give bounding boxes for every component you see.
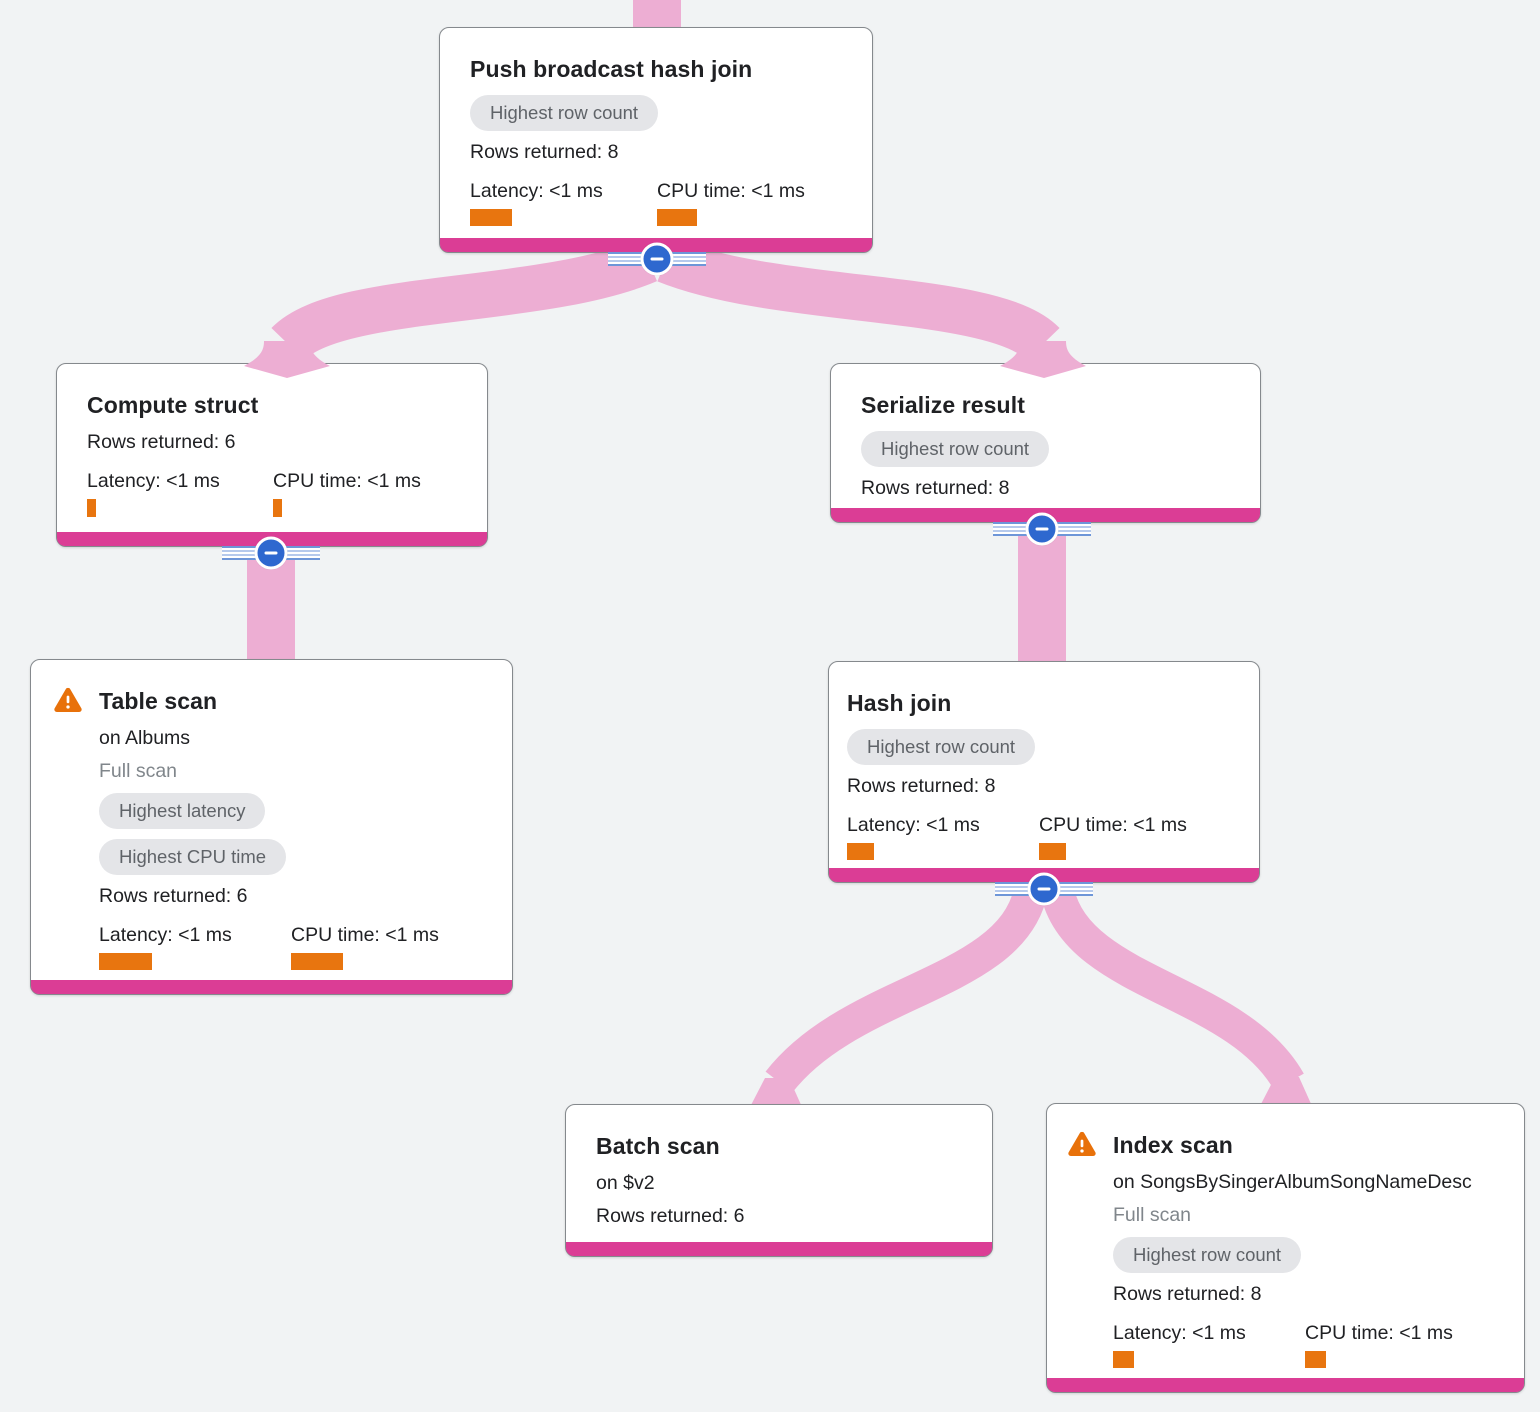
latency-label: Latency: <1 ms xyxy=(87,470,220,492)
latency-label: Latency: <1 ms xyxy=(99,924,232,946)
node-title: Index scan xyxy=(1113,1132,1233,1158)
edge-hashjoin-to-batchscan-end xyxy=(750,1078,802,1107)
cpu-time-bar xyxy=(273,499,282,517)
node-accent-bar xyxy=(566,1242,992,1256)
badge-highest-row-count: Highest row count xyxy=(1113,1237,1302,1273)
node-title: Compute struct xyxy=(87,392,259,418)
edge-root-to-compute xyxy=(271,238,657,362)
rows-returned: Rows returned: 6 xyxy=(87,431,236,453)
latency-bar xyxy=(847,843,874,860)
rows-returned: Rows returned: 8 xyxy=(1113,1283,1262,1305)
scan-type: Full scan xyxy=(99,760,178,782)
cpu-time-label: CPU time: <1 ms xyxy=(1305,1322,1453,1344)
node-batch-scan[interactable]: Batch scan on $v2 Rows returned: 6 xyxy=(565,1104,993,1257)
collapse-button-hash-join[interactable] xyxy=(995,872,1093,906)
cpu-time-label: CPU time: <1 ms xyxy=(291,924,439,946)
cpu-time-bar xyxy=(291,953,343,970)
node-subtitle: on $v2 xyxy=(596,1172,655,1194)
edge-hashjoin-to-indexscan xyxy=(1040,885,1304,1091)
latency-bar xyxy=(87,499,96,517)
cpu-time-bar xyxy=(1305,1351,1326,1368)
node-compute-struct[interactable]: Compute struct Rows returned: 6 Latency:… xyxy=(56,363,488,547)
node-accent-bar xyxy=(1047,1378,1524,1392)
badge-highest-row-count: Highest row count xyxy=(470,95,659,131)
node-subtitle: on Albums xyxy=(99,727,191,749)
latency-label: Latency: <1 ms xyxy=(847,814,980,836)
scan-type: Full scan xyxy=(1113,1204,1192,1226)
node-title: Hash join xyxy=(847,690,952,716)
latency-bar xyxy=(1113,1351,1134,1368)
rows-returned: Rows returned: 8 xyxy=(861,477,1010,499)
rows-returned: Rows returned: 6 xyxy=(99,885,248,907)
cpu-time-label: CPU time: <1 ms xyxy=(1039,814,1187,836)
cpu-time-label: CPU time: <1 ms xyxy=(273,470,421,492)
cpu-time-label: CPU time: <1 ms xyxy=(657,180,805,202)
collapse-button-serialize-result[interactable] xyxy=(993,512,1091,546)
node-title: Push broadcast hash join xyxy=(470,56,753,82)
node-title: Batch scan xyxy=(596,1133,720,1159)
collapse-minus-icon xyxy=(1025,512,1059,546)
node-title: Serialize result xyxy=(861,392,1025,418)
node-table-scan[interactable]: Table scan on Albums Full scan Highest l… xyxy=(30,659,513,995)
cpu-time-bar xyxy=(1039,843,1066,860)
rows-returned: Rows returned: 8 xyxy=(470,141,619,163)
rows-returned: Rows returned: 8 xyxy=(847,775,996,797)
latency-bar xyxy=(470,209,512,226)
node-serialize-result[interactable]: Serialize result Highest row count Rows … xyxy=(830,363,1261,523)
latency-label: Latency: <1 ms xyxy=(470,180,603,202)
badge-highest-latency: Highest latency xyxy=(99,793,266,829)
warning-icon xyxy=(1068,1131,1096,1157)
rows-returned: Rows returned: 6 xyxy=(596,1205,745,1227)
edge-hashjoin-to-batchscan xyxy=(765,885,1048,1093)
badge-highest-row-count: Highest row count xyxy=(861,431,1050,467)
collapse-button-push-broadcast-hash-join[interactable] xyxy=(608,242,706,276)
collapse-minus-icon xyxy=(640,242,674,276)
edge-root-to-serialize xyxy=(657,238,1060,362)
latency-bar xyxy=(99,953,152,970)
badge-highest-cpu-time: Highest CPU time xyxy=(99,839,287,875)
latency-label: Latency: <1 ms xyxy=(1113,1322,1246,1344)
node-hash-join[interactable]: Hash join Highest row count Rows returne… xyxy=(828,661,1260,883)
node-title: Table scan xyxy=(99,688,218,714)
node-subtitle: on SongsBySingerAlbumSongNameDesc xyxy=(1113,1171,1472,1193)
badge-highest-row-count: Highest row count xyxy=(847,729,1036,765)
node-index-scan[interactable]: Index scan on SongsBySingerAlbumSongName… xyxy=(1046,1103,1525,1393)
warning-icon xyxy=(54,687,82,713)
collapse-minus-icon xyxy=(1027,872,1061,906)
collapse-minus-icon xyxy=(254,536,288,570)
node-push-broadcast-hash-join[interactable]: Push broadcast hash join Highest row cou… xyxy=(439,27,873,253)
edge-hashjoin-to-indexscan-end xyxy=(1260,1077,1312,1106)
cpu-time-bar xyxy=(657,209,697,226)
collapse-button-compute-struct[interactable] xyxy=(222,536,320,570)
node-accent-bar xyxy=(31,980,512,994)
